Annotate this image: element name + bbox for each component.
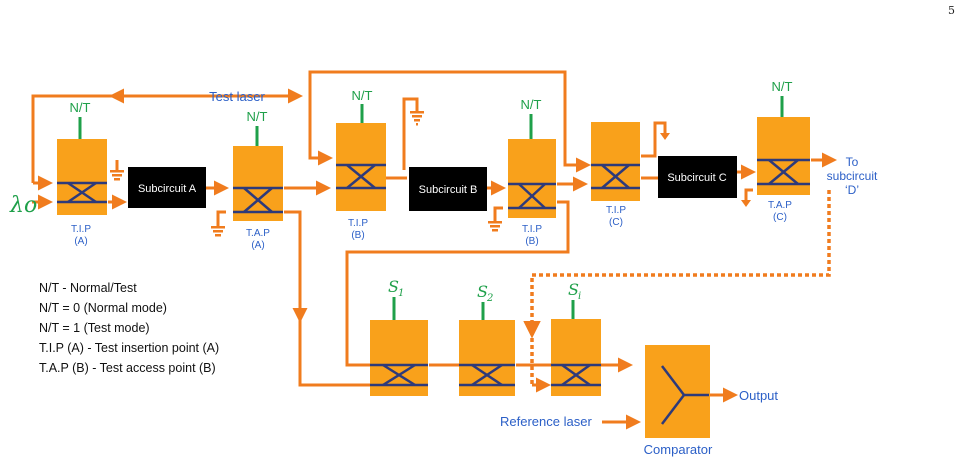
svg-text:S: S [568, 280, 579, 299]
tip-b2-caption: T.I.P (B) [522, 224, 542, 247]
output-label: Output [739, 388, 778, 403]
legend-line: N/T = 0 (Normal mode) [39, 301, 167, 315]
tip-c-term [641, 121, 667, 158]
tap-a-caption: T.A.P (A) [246, 228, 270, 251]
tap-a-to-s1 [298, 318, 370, 387]
tip-b-box [336, 123, 386, 211]
svg-text:T.I.P: T.I.P [71, 224, 91, 235]
nt-label-tip-a: N/T [70, 100, 91, 115]
test-laser-into-tip-b [308, 96, 333, 166]
s2-label: S 2 [477, 282, 493, 304]
legend: N/T - Normal/Test N/T = 0 (Normal mode) … [39, 281, 219, 375]
terminator-icon [211, 226, 225, 237]
svg-text:Subcircuit C: Subcircuit C [667, 172, 726, 184]
tip-b-term [402, 97, 419, 170]
svg-text:T.I.P: T.I.P [606, 205, 626, 216]
terminator-icon [488, 221, 502, 232]
nt-label-tap-c: N/T [772, 79, 793, 94]
tip-a-box [57, 139, 107, 215]
svg-text:i: i [578, 291, 581, 302]
nt-stubs [78, 96, 784, 320]
comparator-label: Comparator [644, 442, 713, 457]
svg-text:subcircuit: subcircuit [827, 169, 878, 183]
subcircuit-c: Subcircuit C [658, 156, 737, 198]
svg-text:T.A.P: T.A.P [246, 228, 270, 239]
svg-text:‘D’: ‘D’ [845, 183, 859, 197]
nt-label-tip-b2: N/T [521, 97, 542, 112]
top-loop-to-tip-c [308, 70, 591, 173]
to-subcircuit-d-label: To subcircuit ‘D’ [827, 155, 878, 197]
legend-line: T.A.P (B) - Test access point (B) [39, 361, 216, 375]
tip-a-caption: T.I.P (A) [71, 224, 91, 247]
tap-c-caption: T.A.P (C) [768, 200, 792, 223]
terminator-icon [741, 200, 751, 207]
subcircuit-a: Subcircuit A [128, 167, 206, 208]
input-wavelength-label: λo [9, 193, 37, 218]
waveguides [31, 70, 837, 430]
test-laser-label: Test laser [209, 89, 265, 104]
s1-box [370, 320, 428, 396]
subcircuit-b: Subcircuit B [409, 167, 487, 211]
nt-label-tip-b: N/T [352, 88, 373, 103]
terminator-icon [410, 111, 424, 126]
svg-text:(A): (A) [251, 240, 264, 251]
terminator-icon [110, 170, 124, 181]
svg-text:(C): (C) [773, 212, 787, 223]
svg-text:T.I.P: T.I.P [522, 224, 542, 235]
tap-a-term [216, 210, 226, 227]
svg-text:T.I.P: T.I.P [348, 218, 368, 229]
tap-a-box [233, 146, 283, 221]
svg-text:(C): (C) [609, 217, 623, 228]
tip-c-box [591, 122, 640, 201]
svg-text:1: 1 [398, 288, 404, 299]
tip-b2-to-s1 [345, 200, 570, 367]
svg-text:(B): (B) [351, 230, 364, 241]
comparator-box [645, 345, 710, 438]
tip-b2-term [493, 206, 503, 222]
tap-a-down [284, 210, 308, 323]
terminator-icons [110, 111, 751, 237]
svg-text:T.A.P: T.A.P [768, 200, 792, 211]
svg-text:Subcircuit A: Subcircuit A [138, 183, 197, 195]
tap-c-box [757, 117, 810, 195]
svg-text:(A): (A) [74, 236, 87, 247]
svg-text:(B): (B) [525, 236, 538, 247]
si-label: S i [568, 280, 581, 302]
svg-text:S: S [477, 282, 488, 301]
legend-line: T.I.P (A) - Test insertion point (A) [39, 341, 219, 355]
svg-text:2: 2 [486, 293, 493, 304]
s1-label: S 1 [388, 277, 404, 299]
tip-c-caption: T.I.P (C) [606, 205, 626, 228]
tip-b-caption: T.I.P (B) [348, 218, 368, 241]
svg-text:Subcircuit B: Subcircuit B [419, 184, 478, 196]
reference-laser-label: Reference laser [500, 414, 592, 429]
legend-line: N/T = 1 (Test mode) [39, 321, 150, 335]
svg-text:S: S [388, 277, 399, 296]
terminator-icon [660, 133, 670, 140]
page-number: 5 [948, 4, 955, 17]
svg-text:To: To [846, 155, 859, 169]
si-box [551, 319, 601, 396]
dashed-test-return [523, 190, 831, 339]
tap-c-term [744, 188, 753, 201]
nt-label-tap-a: N/T [247, 109, 268, 124]
tip-b2-box [508, 139, 556, 218]
switch-boxes [57, 117, 810, 438]
legend-line: N/T - Normal/Test [39, 281, 137, 295]
s2-box [459, 320, 515, 396]
